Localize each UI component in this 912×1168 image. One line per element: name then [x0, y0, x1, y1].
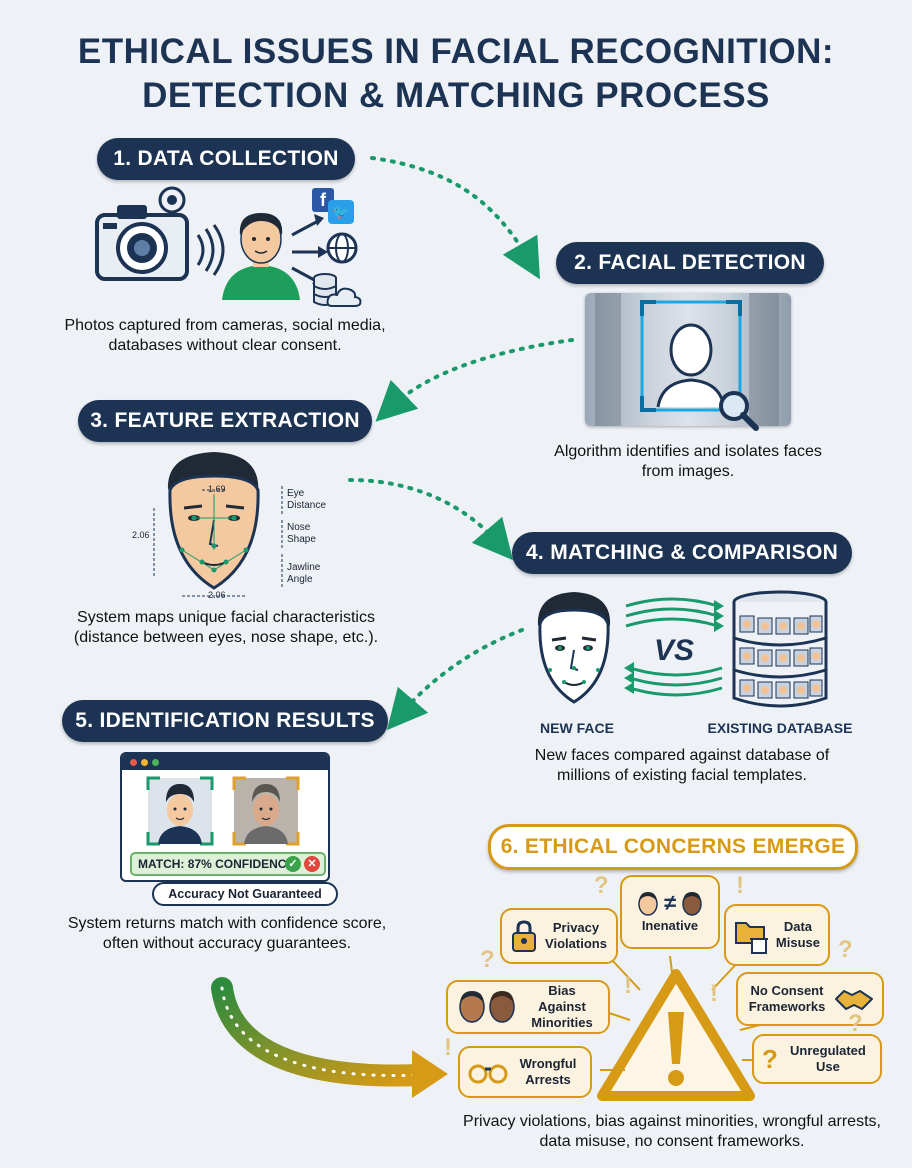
window-dot-red — [130, 759, 137, 766]
step-2-label: 2. FACIAL DETECTION — [556, 242, 824, 284]
database-faces-icon — [732, 590, 828, 708]
title-line-2: DETECTION & MATCHING PROCESS — [142, 76, 770, 115]
step-5-description: System returns match with confidence sco… — [67, 915, 387, 952]
feature-map-face: 2.06 2.06 1.69 — [132, 452, 283, 600]
handcuffs-icon — [468, 1064, 508, 1084]
step-6-description: Privacy violations, bias against minorit… — [463, 1113, 881, 1150]
matched-face-frame — [232, 776, 300, 846]
not-equal-symbol: ≠ — [663, 890, 677, 915]
person-icon — [222, 213, 300, 300]
face-dark-icon — [682, 892, 702, 916]
diverse-faces-icon — [459, 991, 515, 1023]
vs-text: VS — [653, 634, 695, 667]
eye-distance-label: Eye Distance — [287, 488, 326, 511]
window-titlebar — [122, 754, 328, 770]
exclamation-decor: ! — [444, 1034, 452, 1061]
exclamation-decor: ! — [624, 972, 632, 999]
globe-icon — [326, 232, 358, 264]
face-light-icon — [638, 892, 658, 916]
concern-privacy-violations: Privacy Violations — [500, 908, 618, 964]
cloud-icon — [326, 287, 362, 307]
concern-no-consent-text: No Consent Frameworks — [748, 983, 826, 1014]
window-dot-green — [152, 759, 159, 766]
step-4-label: 4. MATCHING & COMPARISON — [512, 532, 852, 574]
question-icon: ? — [762, 1044, 778, 1074]
question-mark-decor: ? — [594, 872, 609, 899]
concern-wrongful-text: Wrongful Arrests — [519, 1056, 577, 1087]
folder-icon — [735, 922, 768, 954]
concern-unregulated-text: Unregulated Use — [790, 1043, 866, 1074]
concern-data-misuse: Data Misuse — [724, 904, 830, 966]
trash-icon — [751, 938, 767, 954]
concern-wrongful-arrests: Wrongful Arrests — [458, 1046, 592, 1098]
concern-bias-minorities: Bias Against Minorities — [446, 980, 610, 1034]
compare-arrows — [624, 597, 724, 697]
lock-icon — [512, 920, 536, 952]
concern-bias-text: Bias Against Minorities — [531, 983, 593, 1030]
exclamation-decor: ! — [710, 980, 718, 1007]
arrow-3-to-4 — [348, 478, 514, 561]
concern-privacy-text: Privacy Violations — [545, 920, 607, 951]
window-dot-yellow — [141, 759, 148, 766]
query-face-frame — [146, 776, 214, 846]
magnifier-icon — [719, 391, 759, 431]
warning-icon — [597, 969, 755, 1101]
bottom-measure: 2.06 — [208, 590, 226, 600]
new-face-label: NEW FACE — [540, 720, 614, 736]
camera-icon — [95, 205, 189, 281]
concern-data-misuse-text: Data Misuse — [775, 919, 820, 950]
arrow-5-to-6 — [211, 977, 431, 1087]
question-mark-decor: ? — [480, 946, 495, 973]
nose-shape-label: Nose Shape — [287, 522, 316, 545]
signal-waves-icon — [196, 224, 225, 276]
step-3-label: 3. FEATURE EXTRACTION — [78, 400, 372, 442]
arrow-4-to-5 — [386, 628, 524, 731]
question-mark-decor: ? — [838, 936, 853, 963]
match-confidence-text: MATCH: 87% CONFIDENCE — [138, 857, 295, 871]
step-1-label: 1. DATA COLLECTION — [97, 138, 355, 180]
concern-unregulated-use: ? Unregulated Use — [752, 1034, 882, 1084]
side-measure: 2.06 — [132, 530, 150, 540]
new-face-icon — [537, 592, 611, 704]
step-2-description: Algorithm identifies and isolates faces … — [554, 443, 822, 480]
step-6-label: 6. ETHICAL CONCERNS EMERGE — [488, 824, 858, 870]
question-mark-decor: ? — [848, 1010, 863, 1037]
handshake-icon — [835, 990, 873, 1010]
arrow-5-to-6-head — [412, 1050, 448, 1098]
exclamation-decor: ! — [736, 872, 744, 899]
check-icon: ✓ — [285, 856, 301, 872]
twitter-icon: 🐦 — [328, 200, 354, 224]
aperture-icon — [158, 186, 186, 214]
jawline-angle-label: Jawline Angle — [287, 562, 321, 585]
existing-database-label: EXISTING DATABASE — [707, 720, 853, 736]
step-3-description: System maps unique facial characteristic… — [73, 609, 379, 646]
title-line-1: ETHICAL ISSUES IN FACIAL RECOGNITION: — [77, 32, 835, 71]
concern-inenative-text: Inenative — [641, 918, 699, 933]
top-measure: 1.69 — [208, 484, 226, 494]
page-title: ETHICAL ISSUES IN FACIAL RECOGNITION: DE… — [0, 30, 912, 118]
step-5-label: 5. IDENTIFICATION RESULTS — [62, 700, 388, 742]
step-1-description: Photos captured from cameras, social med… — [64, 317, 386, 354]
step-4-description: New faces compared against database of m… — [534, 747, 830, 784]
face-detection-box — [640, 300, 742, 412]
concern-no-consent: No Consent Frameworks — [736, 972, 884, 1026]
concern-inenative: ≠ Inenative — [620, 875, 720, 949]
accuracy-warning-badge: Accuracy Not Guaranteed — [152, 882, 338, 906]
arrow-1-to-2 — [370, 156, 540, 280]
cross-icon: ✕ — [304, 856, 320, 872]
